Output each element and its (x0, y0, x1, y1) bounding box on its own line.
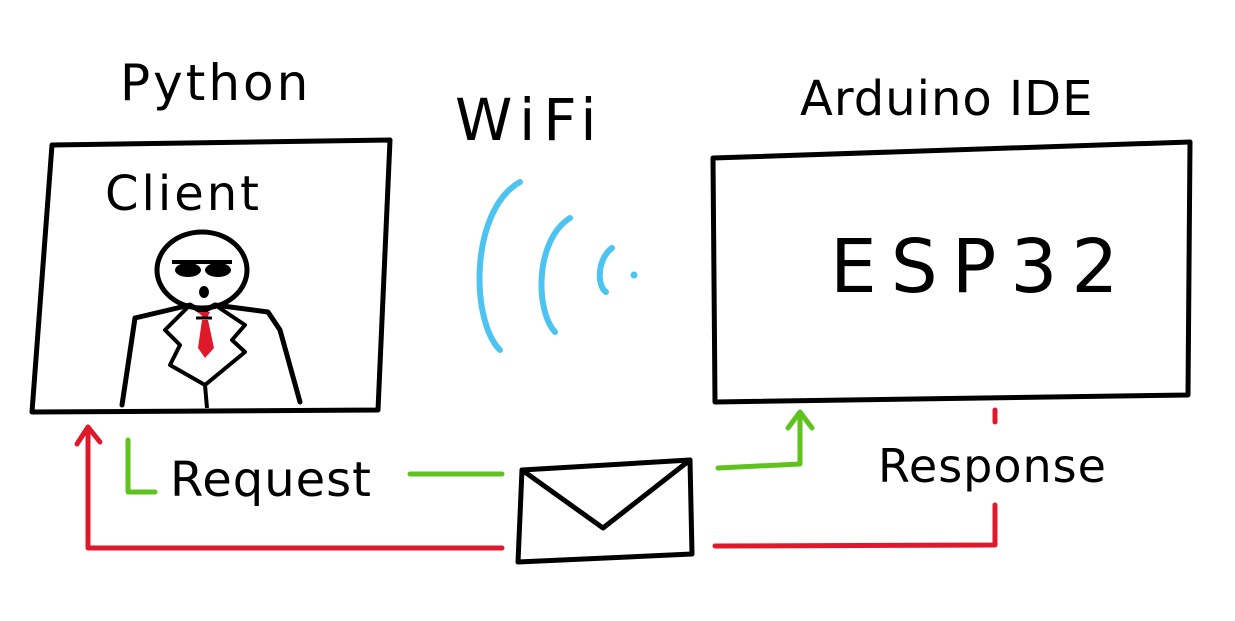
request-arrow (125, 409, 815, 495)
wifi-label: WiFi (455, 86, 604, 154)
wifi-signal-icon (476, 179, 638, 353)
esp32-box: ESP32 (710, 139, 1193, 405)
response-arrow (74, 407, 998, 551)
request-label: Request (170, 452, 372, 508)
arduino-ide-label: Arduino IDE (800, 71, 1093, 127)
python-label: Python (120, 54, 311, 112)
response-label: Response (878, 439, 1107, 493)
client-label: Client (105, 166, 262, 222)
envelope-icon (515, 457, 695, 565)
businessman-icon (119, 229, 303, 409)
client-box: Client (29, 137, 393, 415)
esp32-label: ESP32 (830, 224, 1133, 310)
